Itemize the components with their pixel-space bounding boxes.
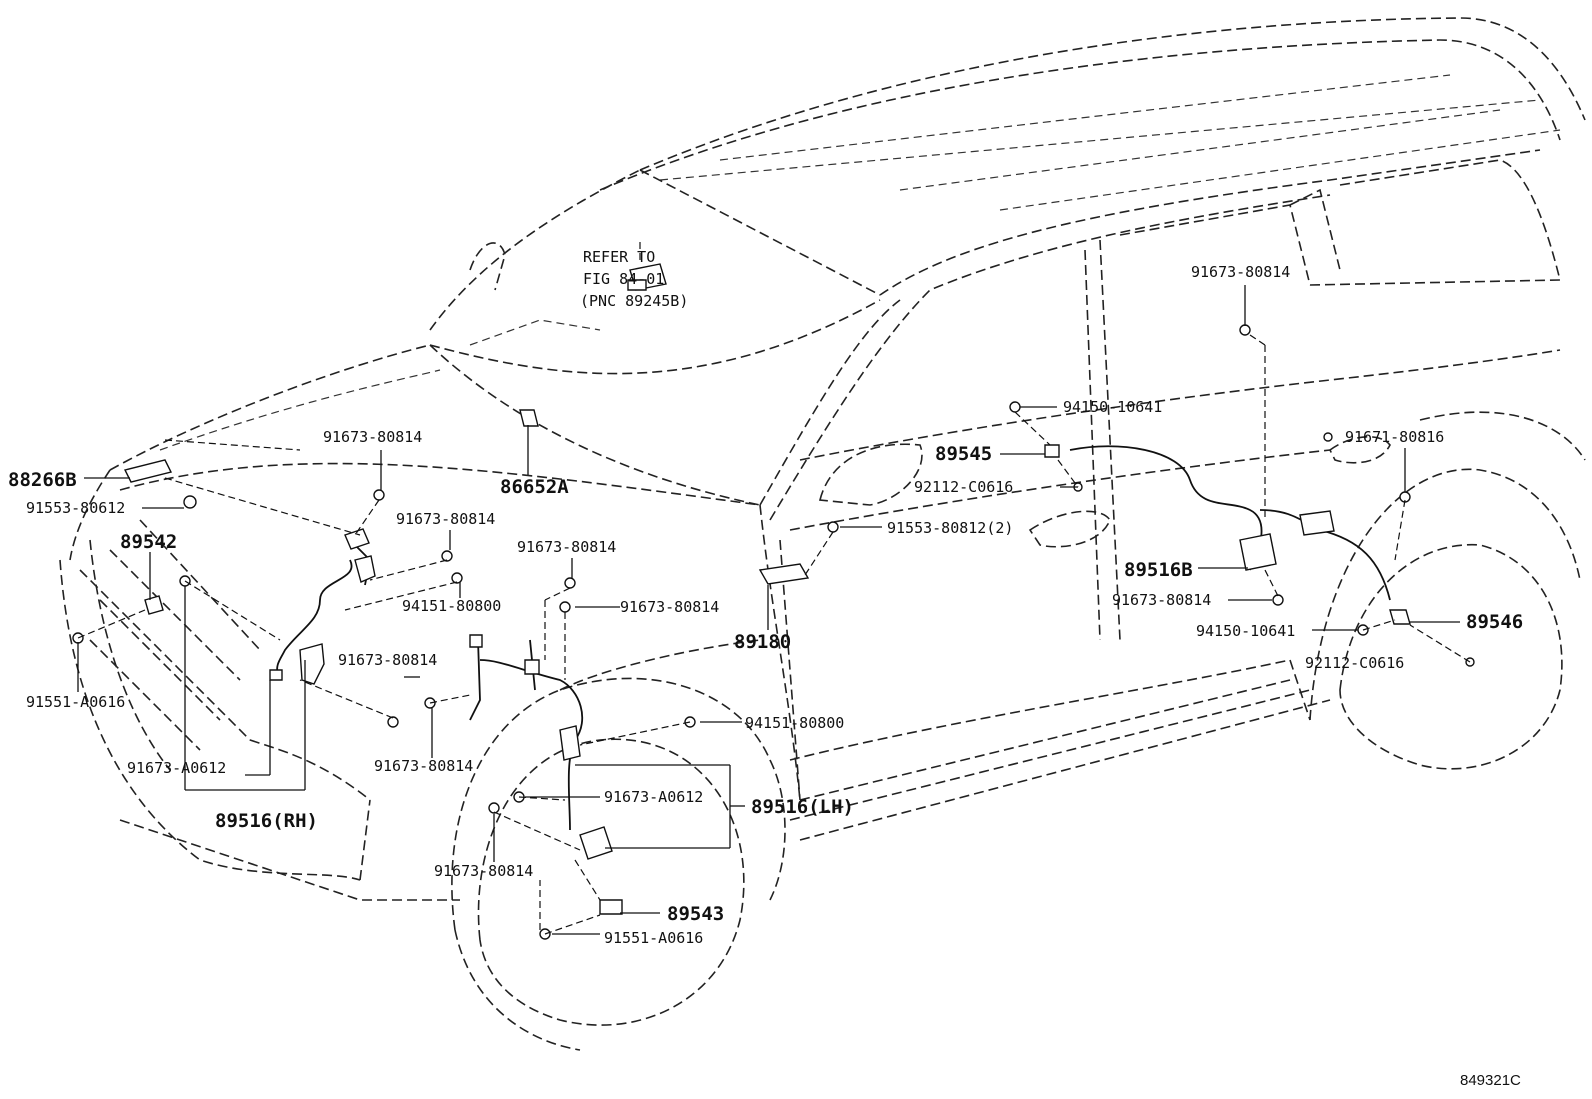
label-89545: 89545: [935, 443, 992, 465]
label-89516-RH: 89516(RH): [215, 810, 318, 832]
label-91673-80814-g: 91673-80814: [434, 862, 533, 880]
label-91673-80814-c: 91673-80814: [517, 538, 616, 556]
label-92112-C0616-a: 92112-C0616: [914, 478, 1013, 496]
label-94150-10641-a: 94150-10641: [1063, 398, 1162, 416]
label-86652A: 86652A: [500, 476, 569, 498]
label-91673-A0612-b: 91673-A0612: [604, 788, 703, 806]
refer-to-label: REFER TO: [583, 248, 655, 266]
vehicle-outline: [59, 17, 1586, 1051]
label-89543: 89543: [667, 903, 724, 925]
refer-fig-label: FIG 84-01: [583, 270, 664, 288]
label-88266B: 88266B: [8, 469, 77, 491]
label-91673-80814-f: 91673-80814: [374, 757, 473, 775]
refer-pnc-label: (PNC 89245B): [580, 292, 688, 310]
label-91551-A0616-front: 91551-A0616: [26, 693, 125, 711]
label-91673-80814-i: 91673-80814: [1112, 591, 1211, 609]
front-rh-harness: [123, 459, 376, 685]
label-89516-LH: 89516(LH): [751, 796, 854, 818]
label-91673-80814-e: 91673-80814: [338, 651, 437, 669]
label-91673-80814-b: 91673-80814: [396, 510, 495, 528]
label-91551-A0616-rear: 91551-A0616: [604, 929, 703, 947]
label-91673-80814-h: 91673-80814: [1191, 263, 1290, 281]
leader-lines: [77, 285, 1460, 935]
label-91673-80814-d: 91673-80814: [620, 598, 719, 616]
label-91553-80812-2: 91553-80812(2): [887, 519, 1013, 537]
part-labels: REFER TO FIG 84-01 (PNC 89245B) 88266B 9…: [8, 248, 1523, 1089]
label-92112-C0616-b: 92112-C0616: [1305, 654, 1404, 672]
label-94151-80800-a: 94151-80800: [402, 597, 501, 615]
label-94150-10641-b: 94150-10641: [1196, 622, 1295, 640]
label-89516B: 89516B: [1124, 559, 1193, 581]
label-91673-80814-a: 91673-80814: [323, 428, 422, 446]
label-89180: 89180: [734, 631, 791, 653]
figure-code: 849321C: [1460, 1072, 1521, 1089]
label-91553-80612: 91553-80612: [26, 499, 125, 517]
front-lh-harness: [469, 634, 623, 915]
label-89542: 89542: [120, 531, 177, 553]
label-91671-80816: 91671-80816: [1345, 428, 1444, 446]
label-94151-80800-b: 94151-80800: [745, 714, 844, 732]
label-89546: 89546: [1466, 611, 1523, 633]
label-91673-A0612-a: 91673-A0612: [127, 759, 226, 777]
assembly-lines: [77, 240, 1471, 935]
